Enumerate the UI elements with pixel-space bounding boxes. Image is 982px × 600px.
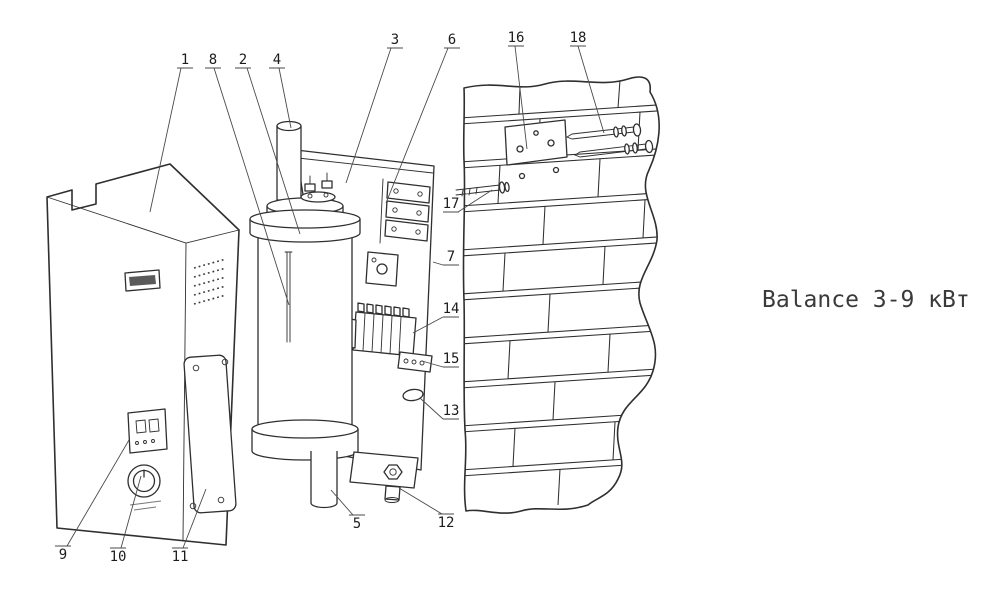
wall-anchor-bolt bbox=[455, 181, 510, 197]
knob-label-marks bbox=[129, 500, 162, 511]
callout-3: 3 bbox=[391, 32, 399, 48]
brick-wall bbox=[455, 76, 660, 514]
callout-16: 16 bbox=[508, 30, 525, 46]
access-panel-screws bbox=[189, 358, 229, 510]
leader-8 bbox=[205, 67, 290, 306]
front-cover bbox=[46, 163, 240, 546]
callout-5: 5 bbox=[353, 516, 361, 532]
bottom-bracket bbox=[349, 451, 419, 503]
wall-outline bbox=[462, 76, 660, 514]
product-title: Balance 3-9 кВт bbox=[762, 287, 970, 313]
callout-7: 7 bbox=[447, 249, 455, 265]
callout-10: 10 bbox=[110, 549, 127, 565]
cable-entry-oval bbox=[402, 388, 424, 402]
callout-leaders bbox=[55, 45, 605, 549]
terminal-strip bbox=[397, 351, 433, 373]
leader-9 bbox=[55, 439, 130, 547]
leader-18 bbox=[570, 45, 605, 134]
leader-6 bbox=[385, 47, 460, 204]
terminal-blocks bbox=[379, 178, 431, 244]
junction-box bbox=[365, 251, 399, 287]
callout-11: 11 bbox=[172, 549, 189, 565]
leader-12 bbox=[398, 487, 454, 515]
leader-11 bbox=[172, 488, 207, 549]
leader-3 bbox=[345, 47, 403, 184]
cover-fold-lines bbox=[46, 196, 240, 541]
boiler-core-assembly bbox=[249, 120, 435, 509]
leader-1 bbox=[149, 67, 193, 213]
callout-12: 12 bbox=[438, 515, 455, 531]
leader-4 bbox=[269, 67, 292, 129]
wall-mounting-bracket bbox=[504, 119, 568, 180]
leader-2 bbox=[235, 67, 301, 235]
leader-13 bbox=[419, 397, 459, 420]
gland-hex-nut bbox=[383, 464, 403, 480]
callout-labels: 1 8 2 4 3 6 16 18 17 7 14 15 13 12 5 9 1… bbox=[59, 30, 587, 565]
heater-studs bbox=[304, 172, 333, 199]
callout-4: 4 bbox=[273, 52, 281, 68]
leader-10 bbox=[110, 475, 142, 549]
top-pipe bbox=[276, 120, 302, 201]
backplate-fold-line bbox=[297, 157, 434, 174]
leader-15 bbox=[421, 360, 459, 368]
leader-16 bbox=[508, 45, 528, 150]
leader-17 bbox=[443, 189, 493, 213]
callout-8: 8 bbox=[209, 52, 217, 68]
callout-13: 13 bbox=[443, 403, 460, 419]
callout-14: 14 bbox=[443, 301, 460, 317]
callout-6: 6 bbox=[448, 32, 456, 48]
callout-15: 15 bbox=[443, 351, 460, 367]
leader-5 bbox=[330, 489, 365, 516]
callout-1: 1 bbox=[181, 52, 189, 68]
callout-18: 18 bbox=[570, 30, 587, 46]
leader-14 bbox=[412, 316, 459, 334]
access-panel bbox=[183, 354, 237, 514]
brand-logo bbox=[124, 269, 161, 292]
sensor-tube bbox=[284, 251, 293, 343]
control-display bbox=[127, 408, 168, 454]
callout-2: 2 bbox=[239, 52, 247, 68]
tank-top-ring bbox=[249, 209, 361, 243]
callout-9: 9 bbox=[59, 547, 67, 563]
tank-bottom-ring bbox=[251, 419, 359, 461]
callout-17: 17 bbox=[443, 196, 460, 212]
control-knob bbox=[127, 464, 161, 498]
anchor-screws bbox=[565, 123, 654, 158]
bottom-pipe bbox=[310, 451, 338, 509]
leader-7 bbox=[432, 261, 459, 266]
